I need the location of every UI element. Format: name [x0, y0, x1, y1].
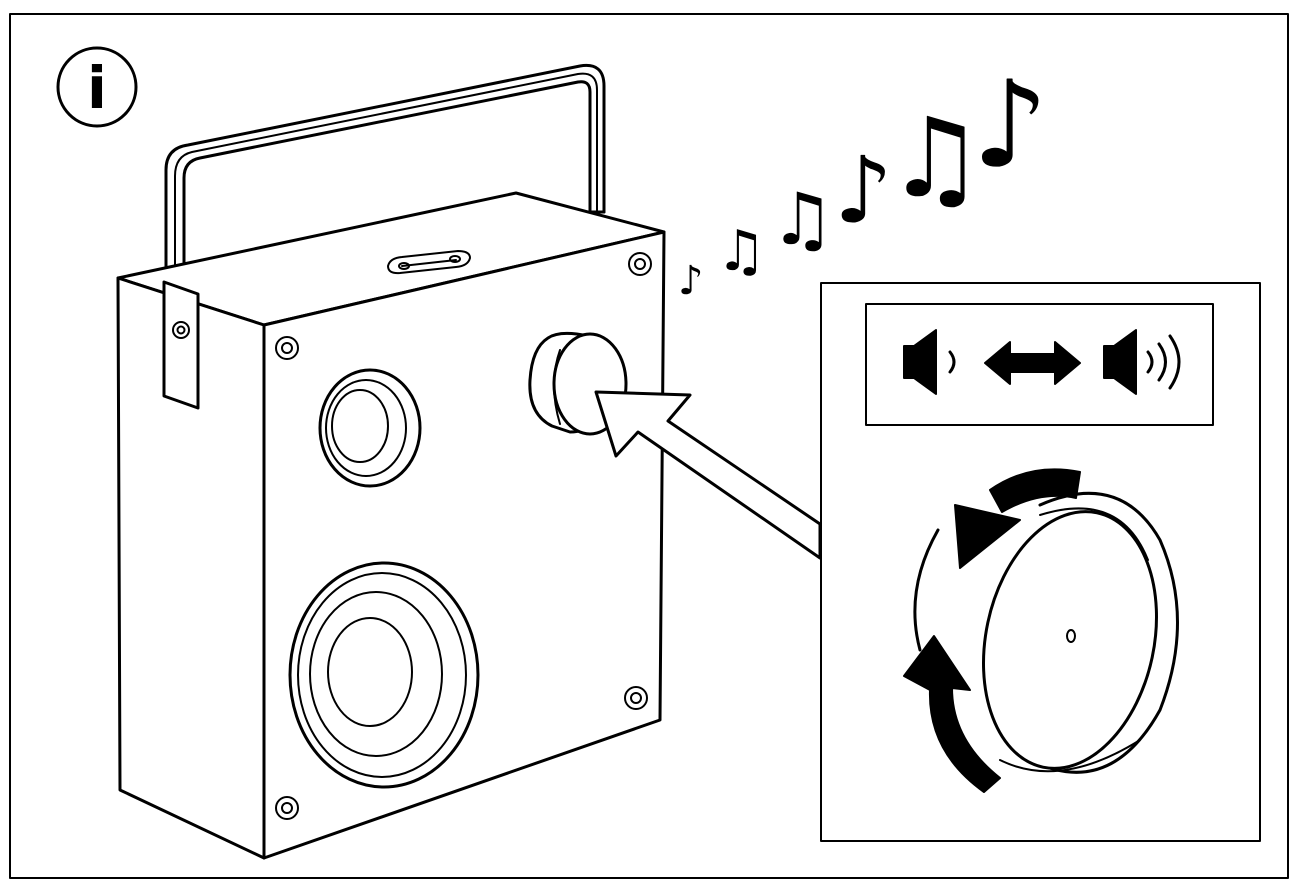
figure-frame [9, 13, 1289, 879]
handle-screw [172, 321, 190, 339]
rotate-both-directions-icon [903, 468, 1081, 793]
knob-center-dot [1066, 629, 1076, 643]
music-note: ♫ [886, 94, 985, 222]
front-screws [275, 252, 652, 820]
music-note: ♫ [716, 219, 766, 284]
pointer-arrow [594, 390, 822, 560]
handle-mount [162, 280, 200, 410]
portable-speaker [116, 63, 666, 860]
speaker-high-volume-icon [1103, 329, 1181, 395]
top-button [387, 250, 471, 275]
music-note: ♪ [834, 137, 893, 244]
volume-range [865, 303, 1214, 426]
music-notes-icon: ♪ ♫ ♫ ♪ ♫ ♪ [678, 56, 1049, 304]
info-icon: i [56, 46, 138, 128]
volume-knob-icon [982, 491, 1179, 774]
music-note: ♫ [770, 177, 835, 261]
music-note: ♪ [972, 56, 1049, 195]
info-glyph: i [87, 54, 107, 122]
music-note: ♪ [678, 258, 704, 304]
speaker-low-volume-icon [903, 329, 956, 395]
double-arrow-icon [984, 341, 1081, 385]
woofer [288, 561, 480, 789]
speaker-front-face [262, 230, 666, 860]
callout-panel [820, 282, 1261, 842]
tweeter [318, 368, 422, 488]
